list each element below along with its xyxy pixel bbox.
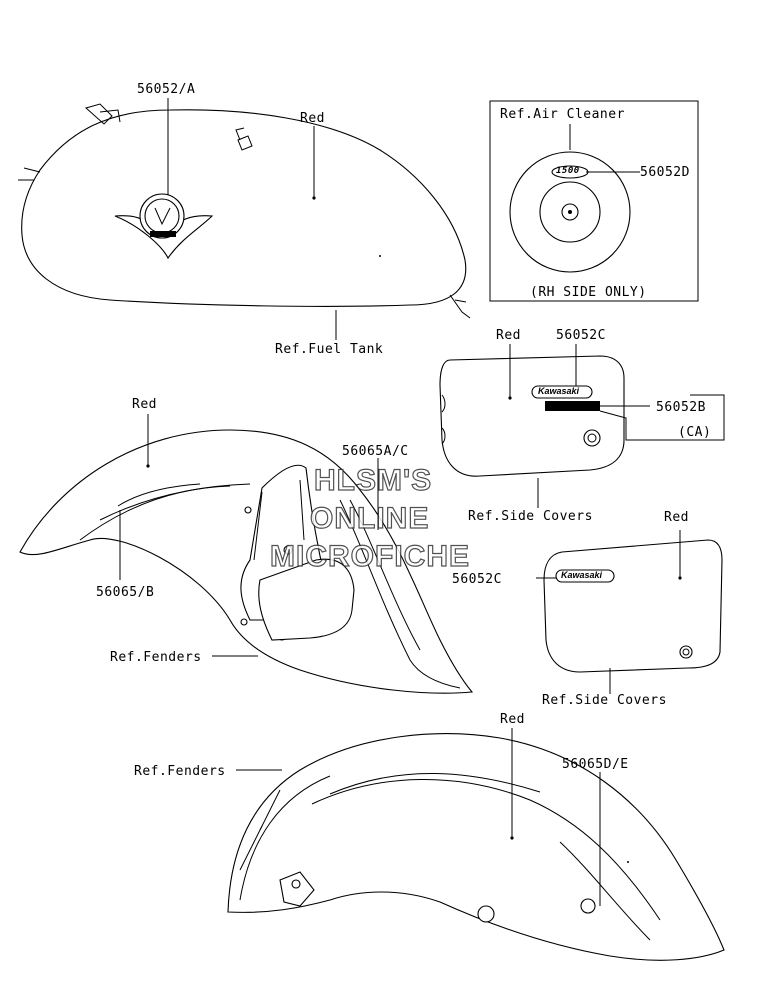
tank-part-label: 56052/A xyxy=(137,82,196,97)
air-part-label: 56052D xyxy=(640,165,690,180)
fuel-tank xyxy=(18,103,471,319)
side-cover-1 xyxy=(439,355,625,477)
ref-fuel-tank-label: Ref.Fuel Tank xyxy=(275,342,384,357)
watermark-line-1: HLSM'S xyxy=(313,463,433,497)
side-cover-color-1: Red xyxy=(496,328,521,343)
side-part-b: 56052B xyxy=(656,400,706,415)
front-part-ac: 56065A/C xyxy=(342,444,409,459)
side-part-c-2: 56052C xyxy=(452,572,502,587)
side-cover-color-2: Red xyxy=(664,510,689,525)
air-cleaner-cover xyxy=(509,151,631,273)
rh-side-only-label: (RH SIDE ONLY) xyxy=(530,285,647,300)
watermark-line-3: MICROFICHE xyxy=(269,539,470,573)
front-fender xyxy=(19,429,474,694)
kawasaki-badge-2: Kawasaki xyxy=(561,570,603,580)
ref-fenders-1: Ref.Fenders xyxy=(110,650,202,665)
side-cover-2 xyxy=(543,539,723,673)
air-cleaner-frame xyxy=(489,100,699,302)
engine-badge-text: 1500 xyxy=(556,166,580,176)
side-part-c-1: 56052C xyxy=(556,328,606,343)
front-part-b: 56065/B xyxy=(96,585,155,600)
rear-part-de: 56065D/E xyxy=(562,757,629,772)
watermark-line-2: ONLINE xyxy=(309,501,430,535)
ref-side-covers-2: Ref.Side Covers xyxy=(542,693,667,708)
ref-side-covers-1: Ref.Side Covers xyxy=(468,509,593,524)
tank-color-label: Red xyxy=(300,111,325,126)
ref-air-cleaner-label: Ref.Air Cleaner xyxy=(500,107,625,122)
kawasaki-badge-1: Kawasaki xyxy=(538,386,580,396)
ref-fenders-2: Ref.Fenders xyxy=(134,764,226,779)
rear-fender xyxy=(227,733,725,961)
ca-label: (CA) xyxy=(678,425,712,440)
rear-fender-color: Red xyxy=(500,712,525,727)
front-fender-color: Red xyxy=(132,397,157,412)
